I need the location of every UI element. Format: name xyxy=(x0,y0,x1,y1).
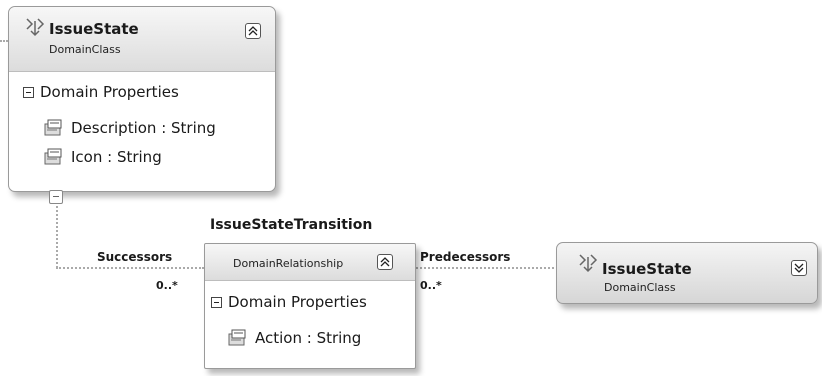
domain-class-icon xyxy=(579,254,598,273)
expand-chevrons-icon xyxy=(794,263,804,273)
property-icon xyxy=(228,329,246,346)
left-edge-connector xyxy=(0,40,8,42)
collapse-chevrons-icon xyxy=(380,257,390,267)
predecessors-role-label[interactable]: Predecessors xyxy=(420,250,511,264)
relationship-header[interactable]: DomainRelationship xyxy=(205,244,415,281)
collapse-toggle-button[interactable] xyxy=(245,23,261,39)
domain-class-icon xyxy=(26,18,45,37)
compartment-title: Domain Properties xyxy=(228,293,367,311)
collapse-compartment-icon[interactable] xyxy=(23,86,34,98)
property-label: Description : String xyxy=(71,119,216,137)
collapse-toggle-button[interactable] xyxy=(377,254,393,270)
connector-port[interactable] xyxy=(49,190,63,204)
issue-state-header[interactable]: IssueState DomainClass xyxy=(9,7,275,72)
issue-state-subtitle: DomainClass xyxy=(604,281,676,294)
property-icon xyxy=(44,119,62,136)
issue-state-title: IssueState xyxy=(602,260,692,278)
domain-properties-compartment[interactable]: Domain Properties xyxy=(211,293,367,311)
issue-state-title: IssueState xyxy=(49,20,139,38)
compartment-title: Domain Properties xyxy=(40,83,179,101)
successors-connector-vertical xyxy=(56,206,58,268)
expand-toggle-button[interactable] xyxy=(791,260,807,276)
relationship-title: IssueStateTransition xyxy=(210,217,373,233)
domain-properties-compartment[interactable]: Domain Properties xyxy=(23,83,179,101)
collapse-chevrons-icon xyxy=(248,26,258,36)
successors-multiplicity[interactable]: 0..* xyxy=(156,279,178,292)
property-icon-field[interactable]: Icon : String xyxy=(43,148,162,166)
collapse-compartment-icon[interactable] xyxy=(211,296,222,308)
property-label: Icon : String xyxy=(71,148,162,166)
predecessors-connector xyxy=(416,267,558,269)
successors-connector-horizontal xyxy=(56,267,204,269)
property-description[interactable]: Description : String xyxy=(43,119,216,137)
property-label: Action : String xyxy=(255,329,362,347)
successors-role-label[interactable]: Successors xyxy=(97,250,173,264)
issue-state-shape[interactable]: IssueState DomainClass Domain Properties… xyxy=(8,6,276,192)
issue-state-collapsed-shape[interactable]: IssueState DomainClass xyxy=(556,242,818,304)
property-action[interactable]: Action : String xyxy=(227,329,361,347)
issue-state-transition-shape[interactable]: DomainRelationship Domain Properties Act… xyxy=(204,243,416,369)
relationship-subtitle: DomainRelationship xyxy=(233,257,344,270)
predecessors-multiplicity[interactable]: 0..* xyxy=(420,279,442,292)
property-icon xyxy=(44,148,62,165)
issue-state-subtitle: DomainClass xyxy=(49,43,121,56)
